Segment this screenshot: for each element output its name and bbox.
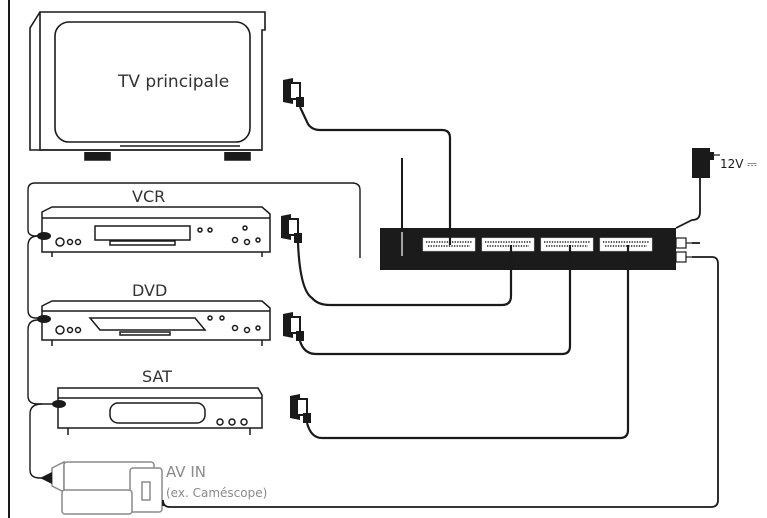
hub-port-4[interactable] (599, 237, 653, 252)
scart-plug-vcr (281, 214, 302, 243)
dvd-illustration (41, 300, 271, 346)
vcr-illustration (41, 206, 271, 257)
hub-box (380, 158, 676, 270)
camcorder-label: AV IN (166, 463, 206, 481)
scart-plug-tv (283, 78, 304, 107)
dvd-label: DVD (132, 281, 167, 300)
scart-cables (296, 106, 630, 440)
tv-label: TV principale (117, 72, 229, 92)
sat-illustration (57, 387, 263, 435)
adapter-voltage-label: 12V ⎓ (720, 157, 757, 171)
av-in-cable (162, 256, 719, 508)
sat-label: SAT (142, 367, 172, 386)
tv-illustration (29, 11, 266, 161)
av-plugs (37, 232, 66, 484)
hub-port-3[interactable] (540, 237, 594, 252)
camcorder-illustration (51, 460, 163, 515)
vcr-label: VCR (132, 187, 165, 206)
power-adapter (675, 148, 720, 229)
hub-av-jacks[interactable] (675, 237, 692, 263)
hub-port-2[interactable] (481, 237, 535, 252)
scart-plug-dvd (283, 312, 304, 341)
camcorder-sublabel: (ex. Caméscope) (166, 486, 267, 500)
av-chain-cables (27, 182, 361, 479)
scart-plug-sat (290, 394, 311, 423)
